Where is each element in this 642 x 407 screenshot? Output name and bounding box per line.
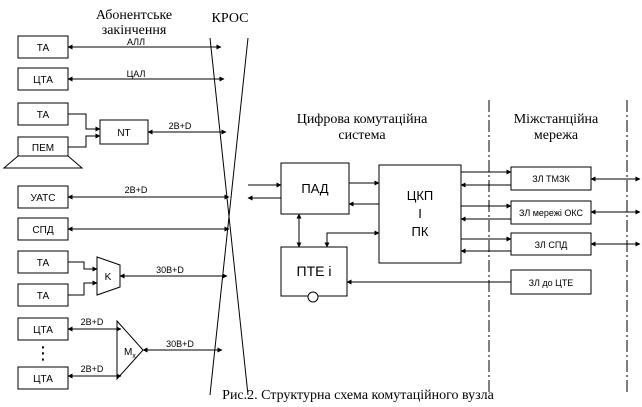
switching-system-heading-line2: система [338,128,386,143]
line-ta3-k [68,261,98,272]
terminal-cta-2-label: ЦТА [33,325,53,336]
ckp-label-line1: ЦКП [407,188,434,203]
label-cta3-2bd: 2В+D [81,364,104,374]
pte-label: ПТЕ і [297,263,332,279]
mx-label-sub: x [132,353,136,360]
mx-multiplexer [116,319,144,381]
subscriber-ends-heading-line2: закінчення [102,23,167,38]
ckp-label-line3: ПК [412,224,429,239]
interstation-network-heading-line1: Міжстанційна [514,112,599,127]
line-ta4-k [68,280,98,296]
switching-system-heading-line1: Цифрова комутаційна [297,112,428,127]
ckp-label-line2: І [418,206,422,221]
interstation-network-heading-line2: мережа [534,128,579,143]
cross-connect-frame [209,37,249,396]
label-cal: ЦАЛ [127,69,146,79]
label-uats-2bd: 2В+D [125,185,148,195]
label-mx-30bd: 30В+D [166,339,194,349]
label-k-30bd: 30В+D [156,265,184,275]
line-pem-nt [68,133,101,148]
ckp-block [378,164,462,264]
trunk-spd-label: ЗЛ СПД [535,240,568,250]
trunk-cte [510,269,592,295]
terminal-pem-label: ПЕМ [32,143,54,154]
nt-label: NT [117,128,130,139]
link-pte-ckp [324,230,380,248]
terminal-spd-label: СПД [32,225,53,236]
terminal-ta-2-label: ТА [37,110,50,121]
pte-block [280,246,348,297]
section-dividers [488,100,628,395]
line-ta2-nt [68,113,101,132]
pad-block [280,162,350,215]
terminal-ellipsis: ⋮ [34,343,52,363]
terminal-ta-1-label: ТА [37,43,50,54]
pte-indicator-icon [307,291,319,303]
terminal-ta-4-label: ТА [37,291,50,302]
terminal-ta-3-label: ТА [37,258,50,269]
cross-heading: КРОС [212,11,249,26]
label-all: АЛЛ [127,37,145,47]
pad-label: ПАД [301,181,328,196]
label-cta2-2bd: 2В+D [81,317,104,327]
trunk-oks-label: ЗЛ мережі ОКС [519,208,584,218]
mx-label: Mx [124,347,136,360]
subscriber-ends-heading-line1: Абонентське [96,8,172,23]
terminal-cta-1-label: ЦТА [33,75,53,86]
terminal-uats-label: УАТС [31,193,56,204]
k-label: K [105,272,112,283]
label-nt-2bd: 2В+D [169,121,192,131]
figure-caption: Рис.2. Структурна схема комутаційного ву… [222,388,494,403]
trunk-cte-label: ЗЛ до ЦТЕ [529,278,574,288]
terminal-cta-3-label: ЦТА [33,374,53,385]
nt-block [99,119,149,145]
mx-label-main: M [124,347,132,358]
trunk-tmzk-label: ЗЛ ТМЗК [532,174,570,184]
